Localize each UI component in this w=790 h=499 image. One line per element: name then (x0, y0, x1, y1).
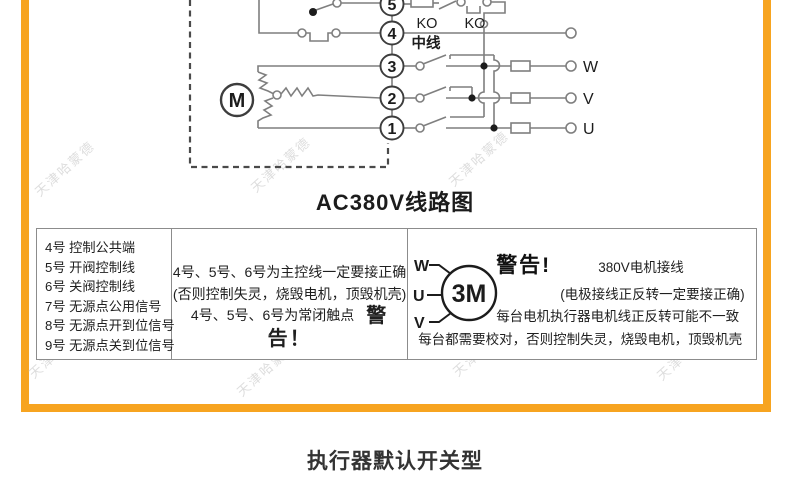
contact-circles (272, 0, 577, 134)
motor-3m-symbol: W U V 3M (413, 258, 498, 332)
terminal-list-item: 6号 关阀控制线 (45, 279, 136, 295)
terminal-list-item: 7号 无源点公用信号 (45, 298, 162, 314)
dashed-enclosure (188, 0, 390, 169)
terminal-number: 4 (388, 26, 397, 43)
terminal-number: 3 (388, 59, 397, 76)
motor-phase-u: U (413, 288, 425, 305)
terminal-list-item: 8号 无源点开到位信号 (45, 318, 175, 334)
terminal-number: 2 (388, 91, 397, 108)
motor-symbol: M (219, 82, 255, 118)
terminal-list: 4号 控制公共端 5号 开阀控制线 6号 关阀控制线 7号 无源点公用信号 8号… (37, 229, 175, 359)
ko-label: KO (465, 16, 486, 32)
phase-u-label: U (583, 121, 595, 138)
warning-badge: 警告！ (267, 305, 389, 350)
terminal-list-item: 4号 控制公共端 (45, 240, 136, 255)
orange-frame (21, 0, 771, 412)
terminal-list-item: 5号 开阀控制线 (45, 259, 136, 275)
wiring-diagram: 5 4 3 2 1 M KO KO 中线 W V U (188, 0, 600, 169)
motor-note: 380V电机接线 (598, 260, 684, 275)
terminal-list-item: 9号 无源点关到位信号 (45, 337, 175, 353)
phase-v-label: V (583, 91, 594, 108)
warning-line: 4号、5号、6号为主控线一定要接正确 (172, 264, 407, 280)
winding-a (257, 71, 275, 95)
winding-c (257, 97, 274, 128)
wires (188, 0, 566, 169)
diagram-labels: KO KO 中线 W V U (412, 16, 600, 138)
motor-3m-label: 3M (452, 280, 487, 308)
junction-dots (309, 8, 498, 132)
terminal-number: 5 (388, 0, 397, 14)
warning-badge: 警告! (496, 254, 552, 277)
diagram-title: AC380V线路图 (315, 190, 475, 215)
ko-label: KO (417, 16, 438, 32)
page-caption: 执行器默认开关型 (307, 450, 483, 473)
warning-line: 4号、5号、6号为常闭触点警告！ (172, 305, 407, 350)
warning-line-text: 4号、5号、6号为常闭触点 (190, 307, 355, 323)
motor-note: 每台都需要校对，否则控制失灵，烧毁电机，顶毁机壳 (418, 332, 743, 347)
motor-label: M (229, 90, 246, 112)
motor-phase-w: W (414, 258, 430, 275)
motor-note: 每台电机执行器电机线正反转可能不一致 (496, 309, 740, 324)
winding-b (280, 86, 382, 99)
neutral-label: 中线 (412, 34, 441, 52)
terminal-number: 1 (388, 121, 397, 138)
motor-phase-v: V (414, 315, 425, 332)
phase-w-label: W (583, 59, 599, 76)
star-point (272, 90, 282, 100)
motor-note: (电极接线正反转一定要接正确) (560, 287, 745, 302)
warning-line: (否则控制失灵，烧毁电机，顶毁机壳) (172, 285, 407, 302)
terminals: 5 4 3 2 1 (379, 0, 405, 141)
info-table: 4号 控制公共端 5号 开阀控制线 6号 关阀控制线 7号 无源点公用信号 8号… (36, 228, 757, 360)
motor-warning-cell: W U V 3M 警告! 380V电机接线 (电极接线正反转一定要接正确) 每台… (408, 229, 756, 359)
control-warning-cell: 4号、5号、6号为主控线一定要接正确 (否则控制失灵，烧毁电机，顶毁机壳) 4号… (172, 229, 409, 359)
